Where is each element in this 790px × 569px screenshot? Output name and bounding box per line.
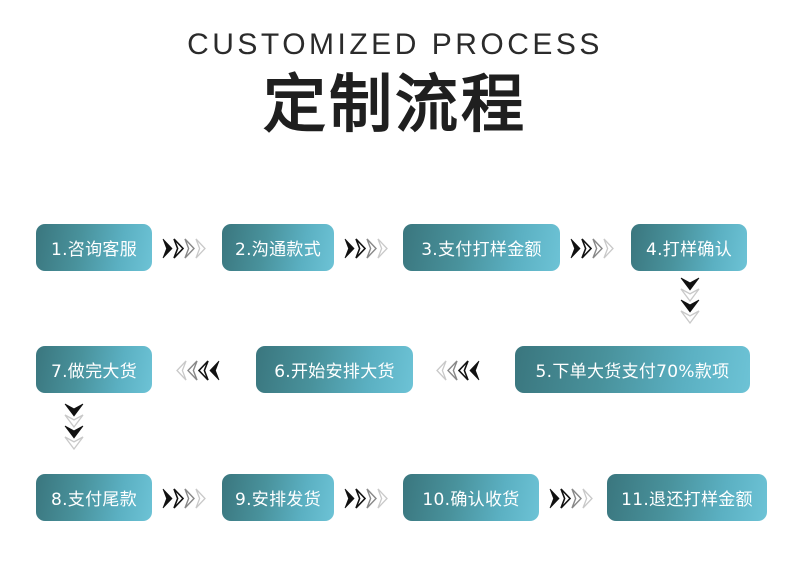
chevron-glyph: [64, 425, 84, 439]
chevron-glyph: [570, 238, 581, 259]
chevron-glyph: [355, 487, 366, 509]
process-step-box[interactable]: 9.安排发货: [222, 474, 334, 521]
page-header: CUSTOMIZED PROCESS 定制流程: [0, 0, 790, 141]
flow-row-1: 1.咨询客服 2.沟通款式 3.支付打样金额 4.打样确认: [0, 224, 790, 272]
chevron-glyph: [581, 237, 592, 259]
chevron-glyph: [549, 488, 560, 509]
chevron-right-icon: [344, 486, 388, 510]
chevron-glyph: [173, 237, 184, 259]
chevron-glyph: [377, 238, 388, 259]
chevron-glyph: [162, 238, 173, 259]
process-step-label: 8.支付尾款: [50, 490, 138, 510]
chevron-down-icon: [678, 277, 702, 324]
page-title-chinese: 定制流程: [263, 68, 527, 141]
chevron-glyph: [195, 488, 206, 509]
chevron-glyph: [344, 488, 355, 509]
chevron-glyph: [560, 487, 571, 509]
process-step-label: 10.确认收货: [422, 490, 520, 510]
chevron-glyph: [571, 488, 582, 509]
chevron-down-icon: [62, 403, 86, 450]
chevron-left-icon: [176, 358, 220, 382]
flow-row-2: 7.做完大货 6.开始安排大货 5.下单大货支付70%款项: [0, 346, 790, 394]
chevron-glyph: [344, 238, 355, 259]
process-step-box[interactable]: 11.退还打样金额: [607, 474, 767, 521]
chevron-glyph: [436, 360, 447, 381]
chevron-glyph: [198, 359, 209, 381]
chevron-glyph: [582, 488, 593, 509]
chevron-glyph: [447, 360, 458, 381]
chevron-glyph: [187, 360, 198, 381]
process-step-label: 1.咨询客服: [50, 240, 138, 260]
chevron-right-icon: [162, 236, 206, 260]
chevron-glyph: [209, 360, 220, 381]
page-title-english: CUSTOMIZED PROCESS: [187, 28, 603, 61]
process-step-label: 2.沟通款式: [234, 240, 322, 260]
chevron-glyph: [680, 299, 700, 313]
process-step-box[interactable]: 7.做完大货: [36, 346, 152, 393]
flow-row-3: 8.支付尾款 9.安排发货 10.确认收货 11.退还打样金额: [0, 474, 790, 522]
chevron-glyph: [173, 487, 184, 509]
process-step-label: 5.下单大货支付70%款项: [535, 362, 730, 382]
chevron-glyph: [162, 488, 173, 509]
chevron-glyph: [64, 403, 84, 417]
process-step-label: 11.退还打样金额: [621, 490, 753, 510]
process-step-box[interactable]: 1.咨询客服: [36, 224, 152, 271]
chevron-glyph: [366, 238, 377, 259]
process-step-box[interactable]: 6.开始安排大货: [256, 346, 413, 393]
chevron-glyph: [184, 238, 195, 259]
chevron-glyph: [603, 238, 614, 259]
chevron-right-icon: [344, 236, 388, 260]
process-step-box[interactable]: 10.确认收货: [403, 474, 539, 521]
process-step-box[interactable]: 2.沟通款式: [222, 224, 334, 271]
chevron-left-icon: [436, 358, 480, 382]
chevron-glyph: [680, 288, 700, 302]
chevron-glyph: [377, 488, 388, 509]
process-step-label: 4.打样确认: [645, 240, 733, 260]
process-step-label: 7.做完大货: [50, 362, 138, 382]
chevron-right-icon: [549, 486, 593, 510]
process-step-box[interactable]: 3.支付打样金额: [403, 224, 560, 271]
chevron-glyph: [195, 238, 206, 259]
chevron-glyph: [680, 310, 700, 324]
chevron-glyph: [458, 359, 469, 381]
chevron-glyph: [680, 277, 700, 291]
chevron-glyph: [366, 488, 377, 509]
chevron-glyph: [592, 238, 603, 259]
chevron-glyph: [176, 360, 187, 381]
process-step-box[interactable]: 4.打样确认: [631, 224, 747, 271]
process-step-label: 9.安排发货: [234, 490, 322, 510]
process-step-label: 3.支付打样金额: [421, 240, 542, 260]
chevron-glyph: [469, 360, 480, 381]
chevron-glyph: [184, 488, 195, 509]
chevron-glyph: [64, 436, 84, 450]
chevron-right-icon: [570, 236, 614, 260]
chevron-right-icon: [162, 486, 206, 510]
chevron-glyph: [64, 414, 84, 428]
process-step-label: 6.开始安排大货: [274, 362, 395, 382]
chevron-glyph: [355, 237, 366, 259]
process-step-box[interactable]: 5.下单大货支付70%款项: [515, 346, 750, 393]
process-step-box[interactable]: 8.支付尾款: [36, 474, 152, 521]
